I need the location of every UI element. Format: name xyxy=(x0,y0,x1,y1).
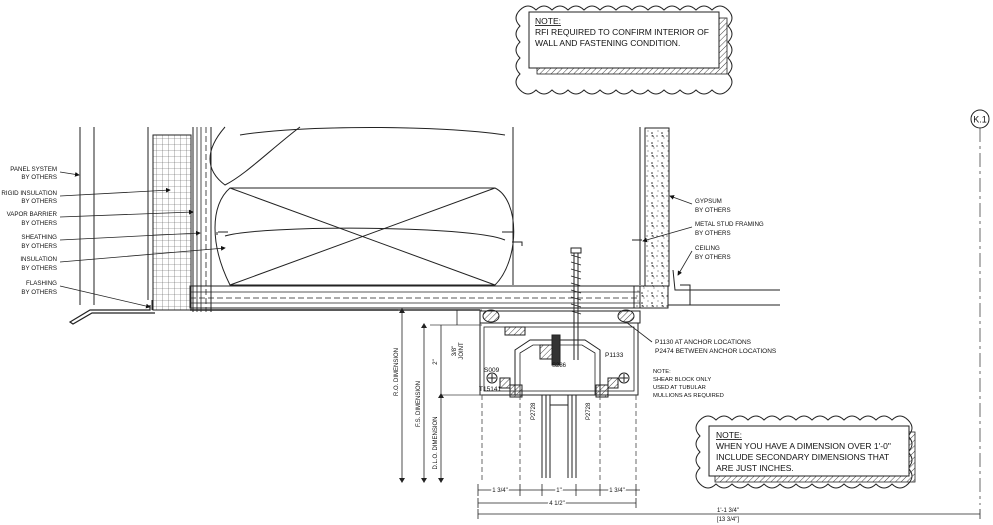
dim-two-inch: 2" xyxy=(433,359,439,364)
shear-note-2: SHEAR BLOCK ONLY xyxy=(653,377,711,383)
label-flashing-1: FLASHING xyxy=(26,280,57,287)
bottom-note-line1: WHEN YOU HAVE A DIMENSION OVER 1'-0" xyxy=(716,441,891,451)
dim-d3: 1 3/4" xyxy=(609,488,624,494)
part-p2728-left: P2728 xyxy=(531,402,537,420)
shear-block-note: NOTE: SHEAR BLOCK ONLY USED AT TUBULAR M… xyxy=(653,369,724,399)
top-note-line1: RFI REQUIRED TO CONFIRM INTERIOR OF xyxy=(535,27,709,37)
label-ceiling-2: BY OTHERS xyxy=(695,254,731,261)
horizontal-dimensions: 1 3/4" 1" 1 3/4" 4 1/2" 1'-1 3/4" [13 3/… xyxy=(477,484,981,523)
dim-fs: F.S. DIMENSION xyxy=(416,381,422,427)
dim-dlo: D.L.O. DIMENSION xyxy=(433,416,439,469)
label-flashing-2: BY OTHERS xyxy=(21,289,57,296)
anchor-label-2: P2474 BETWEEN ANCHOR LOCATIONS xyxy=(655,348,777,355)
label-panel-system-1: PANEL SYSTEM xyxy=(10,166,57,173)
label-rigid-insulation-2: BY OTHERS xyxy=(21,198,57,205)
part-t15141: T15141 xyxy=(479,386,501,393)
dim-d2: 1" xyxy=(556,488,561,494)
label-vapor-barrier-1: VAPOR BARRIER xyxy=(7,211,58,218)
vertical-dimensions: R.O. DIMENSION F.S. DIMENSION D.L.O. DIM… xyxy=(394,308,482,483)
part-p1133: P1133 xyxy=(605,352,624,359)
grid-bubble-label: K.1 xyxy=(973,115,987,125)
part-s286: S286 xyxy=(552,363,567,369)
dim-d1: 1 3/4" xyxy=(492,488,507,494)
shear-note-4: MULLIONS AS REQUIRED xyxy=(653,393,724,399)
top-note-cloud: NOTE: RFI REQUIRED TO CONFIRM INTERIOR O… xyxy=(515,5,733,95)
label-vapor-barrier-2: BY OTHERS xyxy=(21,220,57,227)
bottom-note-line3: ARE JUST INCHES. xyxy=(716,463,794,473)
label-gypsum-2: BY OTHERS xyxy=(695,207,731,214)
label-sheathing-2: BY OTHERS xyxy=(21,243,57,250)
label-metal-stud-1: METAL STUD FRAMING xyxy=(695,221,764,228)
dim-joint-b: JOINT xyxy=(459,342,465,360)
dim-ro: R.O. DIMENSION xyxy=(394,348,400,396)
bottom-note-heading: NOTE: xyxy=(716,430,742,440)
dim-joint-a: 3/8" xyxy=(452,346,458,356)
shear-note-1: NOTE: xyxy=(653,369,671,375)
label-ceiling-1: CEILING xyxy=(695,245,720,252)
label-insulation-1: INSULATION xyxy=(20,256,57,263)
label-panel-system-2: BY OTHERS xyxy=(21,174,57,181)
part-p2728-right: P2728 xyxy=(586,402,592,420)
label-gypsum-1: GYPSUM xyxy=(695,198,722,205)
dim-overall-b: [13 3/4"] xyxy=(717,517,739,523)
part-s009: S009 xyxy=(484,367,500,374)
left-labels: PANEL SYSTEM BY OTHERS RIGID INSULATION … xyxy=(1,166,226,309)
dim-total: 4 1/2" xyxy=(549,501,564,507)
label-sheathing-1: SHEATHING xyxy=(21,234,57,241)
label-rigid-insulation-1: RIGID INSULATION xyxy=(1,190,57,197)
anchor-label-1: P1130 AT ANCHOR LOCATIONS xyxy=(655,339,752,346)
bottom-note-line2: INCLUDE SECONDARY DIMENSIONS THAT xyxy=(716,452,889,462)
shear-note-3: USED AT TUBULAR xyxy=(653,385,706,391)
label-metal-stud-2: BY OTHERS xyxy=(695,230,731,237)
top-note-line2: WALL AND FASTENING CONDITION. xyxy=(535,38,680,48)
label-insulation-2: BY OTHERS xyxy=(21,265,57,272)
right-labels: GYPSUM BY OTHERS METAL STUD FRAMING BY O… xyxy=(642,195,764,276)
dim-overall-a: 1'-1 3/4" xyxy=(717,508,739,514)
top-note-heading: NOTE: xyxy=(535,16,561,26)
wall-assembly xyxy=(68,126,780,325)
mullion-section xyxy=(479,247,641,480)
anchor-callout: P1130 AT ANCHOR LOCATIONS P2474 BETWEEN … xyxy=(625,321,777,355)
bottom-note-cloud: NOTE: WHEN YOU HAVE A DIMENSION OVER 1'-… xyxy=(695,415,916,489)
grid-bubble: K.1 xyxy=(970,109,990,505)
